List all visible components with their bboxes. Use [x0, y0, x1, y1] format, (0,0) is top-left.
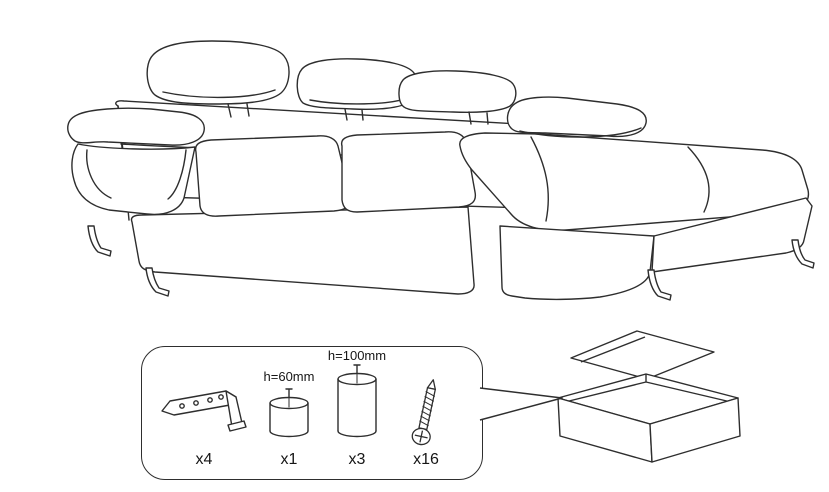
screw-icon: [411, 379, 436, 446]
part-qty-label: x1: [280, 451, 298, 468]
callout-pointer: [479, 387, 563, 421]
box-right-face: [649, 397, 741, 463]
seat-cushion-left: [194, 135, 352, 217]
part-height-label: h=60mm: [263, 369, 315, 384]
headrest-right: [398, 70, 517, 114]
corner-bracket-leg-icon: [161, 390, 247, 432]
parts-panel: h=60mm h=100mm x4 x1 x3 x16: [141, 346, 483, 480]
box-lid: [570, 330, 715, 380]
seat-cushion-right: [340, 131, 477, 213]
sofa-legs: [87, 225, 815, 301]
carton-box-illustration: [557, 330, 741, 463]
part-qty-label: x16: [413, 451, 439, 468]
part-qty-label: x4: [195, 451, 213, 468]
left-armrest-body: [71, 143, 196, 216]
part-qty-label: x3: [348, 451, 366, 468]
chaise-front-face: [499, 225, 655, 301]
sectional-sofa-illustration: [67, 40, 815, 301]
right-arm-pad: [506, 96, 647, 138]
leg-100mm-icon: [337, 364, 377, 438]
part-height-label: h=100mm: [327, 348, 387, 363]
left-armrest-pad: [67, 107, 205, 146]
sofa-base: [130, 206, 475, 295]
headrest-middle: [296, 58, 419, 110]
leg-60mm-icon: [269, 388, 309, 438]
headrest-left: [146, 40, 290, 105]
